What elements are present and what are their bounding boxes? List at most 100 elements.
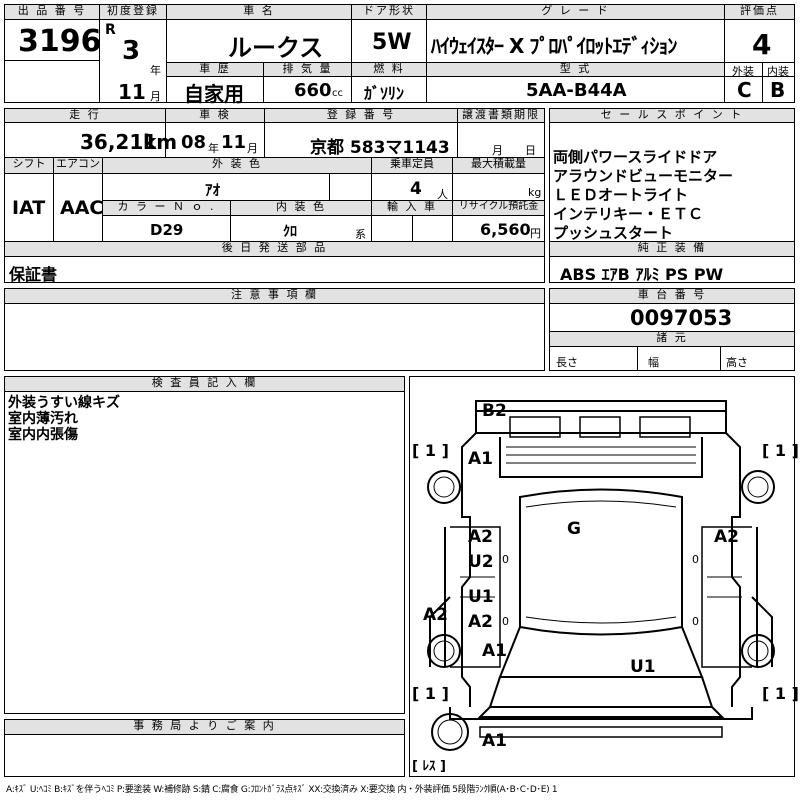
insp-month-unit: 月 <box>247 142 258 155</box>
score-label: 評価点 <box>725 5 794 19</box>
mark-g-glass: G <box>567 519 581 539</box>
interior-color-unit: 系 <box>355 228 366 241</box>
sales-point-item: インテリキー・ＥＴＣ <box>553 205 704 223</box>
color: ｱｵ <box>205 181 221 199</box>
door-mark: 0 <box>692 615 699 628</box>
displacement-unit: cc <box>332 88 343 99</box>
mark-a2-side-left: A2 <box>423 605 448 625</box>
mark-u1-bottom: U1 <box>630 657 656 677</box>
mark-a1-front-left: A1 <box>468 449 493 469</box>
inspection-year: 08 <box>181 132 207 153</box>
model-code: 5AA-B44A <box>526 80 627 101</box>
exterior-label: 外装 <box>732 65 754 78</box>
fuel-label: 燃 料 <box>352 63 426 76</box>
era: R <box>105 22 116 38</box>
damage-diagram: B2 A1 A2 U2 G A2 U1 A2 A2 A1 U1 A1 0 0 0… <box>409 376 799 777</box>
legend: A:ｷｽﾞ U:ﾍｺﾐ B:ｷｽﾞを伴うﾍｺﾐ P:要塗装 W:補修跡 S:錆 … <box>6 785 558 795</box>
mark-a1-rear-left: A1 <box>482 641 507 661</box>
sales-point-item: ＬＥＤオートライト <box>553 186 689 204</box>
mark-b2: B2 <box>482 401 507 421</box>
mark-a2-door-left: A2 <box>468 527 493 547</box>
transfer-label: 譲渡書類期限 <box>458 109 544 122</box>
length-label: 長さ <box>556 356 578 369</box>
recycle-label: リサイクル預託金 <box>453 201 544 215</box>
color-no: D29 <box>150 221 184 239</box>
width-label: 幅 <box>648 356 659 369</box>
inspection-label: 車 検 <box>166 109 264 122</box>
later-parts-value: 保証書 <box>9 265 58 284</box>
grade-label: グ レ ー ド <box>427 5 724 19</box>
dims-label: 諸 元 <box>550 332 794 346</box>
insp-year-unit: 年 <box>208 142 219 155</box>
ac-label: エアコン <box>54 158 102 173</box>
mileage-unit: km <box>143 130 178 154</box>
recycle-fee: 6,560 <box>480 220 531 239</box>
ac: AAC <box>60 197 104 219</box>
header-section <box>4 4 795 103</box>
mark-a1-bumper: A1 <box>482 731 507 751</box>
reg-no: 京都 583マ1143 <box>310 138 450 158</box>
later-parts-label: 後 日 発 送 部 品 <box>5 242 544 256</box>
door-mark: 0 <box>692 553 699 566</box>
recycle-unit: 円 <box>530 227 541 240</box>
history-label: 車 歴 <box>167 63 263 76</box>
reg-no-label: 登 録 番 号 <box>265 109 457 122</box>
office-label: 事 務 局 よ り ご 案 内 <box>5 720 404 734</box>
lot-no: 3196 <box>18 24 102 59</box>
month-unit: 月 <box>150 90 161 103</box>
interior-label: 内装 <box>767 65 789 78</box>
capacity: 4 <box>410 179 422 199</box>
car-name-label: 車 名 <box>167 5 351 19</box>
sales-point-item: アラウンドビューモニター <box>553 167 734 185</box>
mileage: 36,211 <box>80 130 158 154</box>
sales-points-label: セ ー ル ス ポ イ ン ト <box>550 109 794 122</box>
height-label: 高さ <box>726 356 748 369</box>
mark-a2-rear-left: A2 <box>468 612 493 632</box>
mark-a2-door-right: A2 <box>714 527 739 547</box>
year-unit: 年 <box>150 64 161 77</box>
max-load-unit: kg <box>528 186 542 199</box>
car-name: ルークス <box>228 34 324 62</box>
sales-point-item: 両側パワースライドドア <box>553 148 718 166</box>
mark-u2-door-left: U2 <box>468 552 494 572</box>
door-mark: 0 <box>502 615 509 628</box>
tire-rear-left: [ 1 ] <box>412 684 449 703</box>
inspection-month: 11 <box>221 132 247 153</box>
first-reg-year: 3 <box>122 36 141 66</box>
shift-label: シフト <box>5 158 53 173</box>
tire-front-left: [ 1 ] <box>412 441 449 460</box>
mileage-label: 走 行 <box>5 109 165 122</box>
notes-label: 注 意 事 項 欄 <box>5 289 544 303</box>
first-reg-month: 11 <box>118 80 146 104</box>
history: 自家用 <box>184 82 244 106</box>
inspector-box <box>4 376 405 714</box>
displacement: 660 <box>294 80 332 101</box>
interior-color-label: 内 装 色 <box>231 201 371 215</box>
mark-u1-rear-left: U1 <box>468 587 494 607</box>
transfer-month-unit: 月 <box>492 144 503 157</box>
import-label: 輸 入 車 <box>372 201 452 215</box>
tire-rear-right: [ 1 ] <box>762 684 799 703</box>
tire-front-right: [ 1 ] <box>762 441 799 460</box>
interior-grade: B <box>770 78 786 102</box>
spec-section <box>4 108 545 242</box>
door-label: ドア形状 <box>352 5 426 19</box>
door-type: 5W <box>372 30 412 55</box>
transfer-day-unit: 日 <box>525 144 536 157</box>
sales-points-list: 両側パワースライドドア アラウンドビューモニター ＬＥＤオートライト インテリキ… <box>553 148 733 243</box>
inspector-note: 外装うすい線キズ <box>8 395 120 411</box>
fuel: ｶﾞｿﾘﾝ <box>364 84 405 103</box>
max-load-label: 最大積載量 <box>453 158 544 173</box>
inspector-note: 室内内張傷 <box>8 427 78 443</box>
score: 4 <box>752 28 772 61</box>
first-reg-label: 初度登録 <box>100 5 166 19</box>
inspector-notes: 外装うすい線キズ 室内薄汚れ 室内内張傷 <box>8 395 120 443</box>
equipment-label: 純 正 装 備 <box>550 242 794 256</box>
sales-points-box <box>549 108 795 242</box>
chassis-label: 車 台 番 号 <box>550 289 794 303</box>
exterior-grade: C <box>737 78 752 102</box>
chassis-number: 0097053 <box>630 306 733 330</box>
equipment-value: ABS ｴｱB ｱﾙﾐ PS PW <box>560 265 724 284</box>
displacement-label: 排 気 量 <box>264 63 351 76</box>
capacity-unit: 人 <box>437 188 448 201</box>
